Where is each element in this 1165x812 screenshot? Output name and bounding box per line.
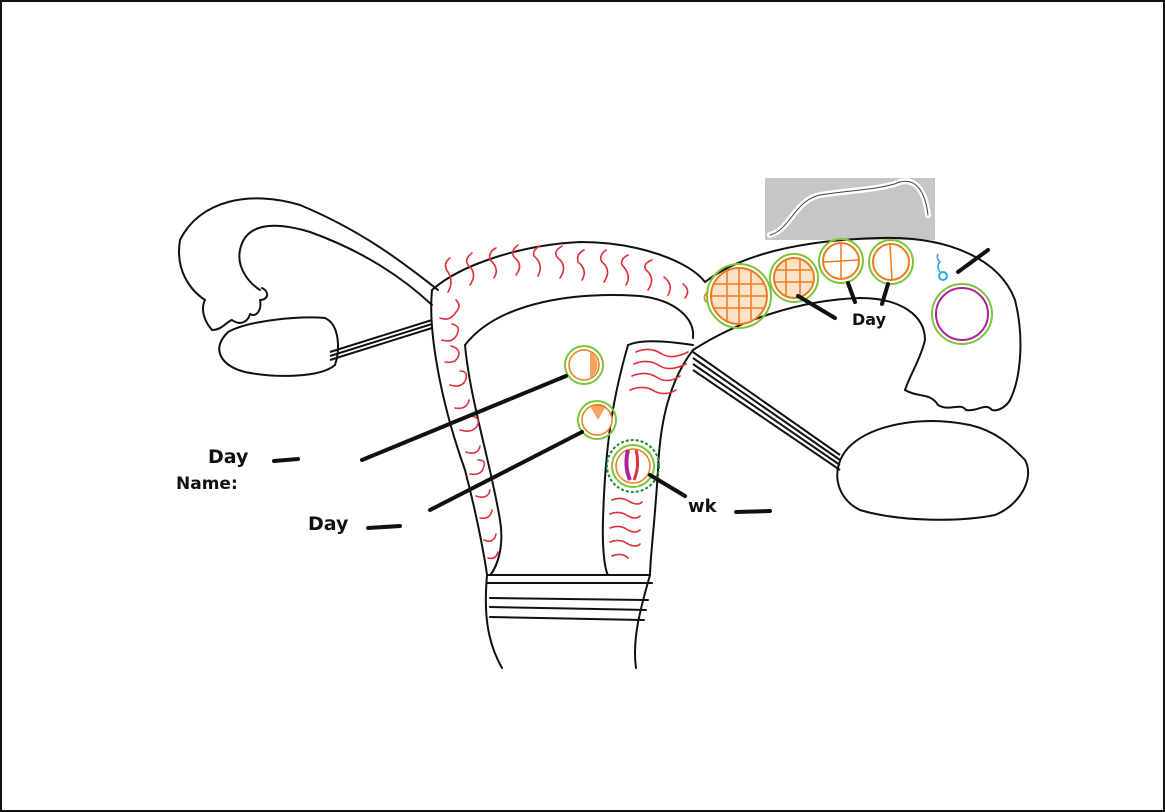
blastocyst-2 <box>578 401 616 439</box>
label-wk: wk <box>688 496 718 517</box>
implanted-embryo <box>607 440 659 492</box>
right-ovary <box>837 421 1028 520</box>
four-cell-stage <box>819 239 863 283</box>
uterine-cavity <box>465 295 693 345</box>
uterus-outer-wall <box>432 242 705 290</box>
blank-line-wk <box>736 511 770 512</box>
left-ovarian-ligament <box>330 320 432 360</box>
highlight-box <box>765 178 935 240</box>
blank-line-day-top <box>274 459 298 461</box>
label-day-top: Day <box>208 446 249 468</box>
two-cell-stage <box>869 240 913 284</box>
ovum <box>932 284 992 344</box>
endometrium <box>440 245 688 558</box>
label-day-bottom: Day <box>308 513 349 535</box>
left-fallopian-tube <box>179 198 438 330</box>
sperm-icon <box>937 254 947 280</box>
cervix <box>487 575 652 620</box>
morula-large <box>704 264 771 328</box>
blastocyst-1 <box>565 346 603 384</box>
pointer-line-blastocyst-2 <box>430 432 582 510</box>
pointer-line-blastocyst-1 <box>362 376 566 460</box>
pointer-line-embryo <box>650 475 685 496</box>
right-ovarian-ligament <box>693 352 840 470</box>
left-ovary <box>219 318 338 376</box>
pointer-line-morula <box>798 296 835 318</box>
label-day-right: Day <box>852 310 887 329</box>
blank-line-day-bottom <box>368 526 400 528</box>
morula-medium <box>770 254 818 302</box>
label-name: Name: <box>176 474 238 494</box>
